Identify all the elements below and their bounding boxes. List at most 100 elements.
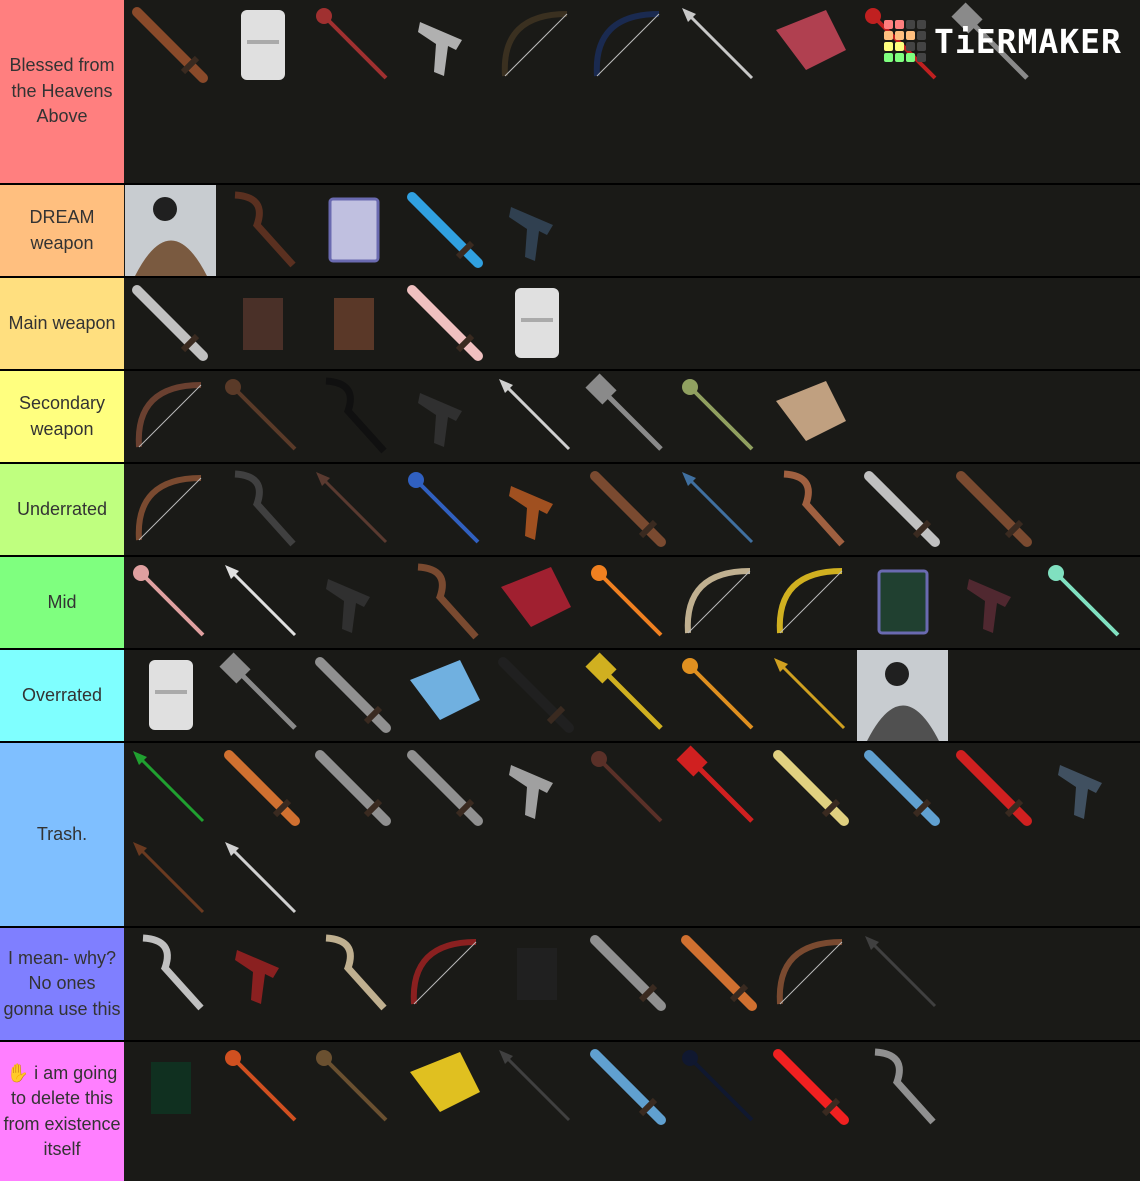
sword-icon[interactable] xyxy=(217,743,309,834)
tier-label[interactable]: Trash. xyxy=(0,743,124,926)
scythe-icon[interactable] xyxy=(400,557,492,648)
sword-icon[interactable] xyxy=(583,928,675,1019)
axe-icon[interactable] xyxy=(583,650,675,741)
sword-icon[interactable] xyxy=(308,650,400,741)
torso-icon[interactable] xyxy=(217,0,309,91)
gun-icon[interactable] xyxy=(400,0,492,91)
bow-icon[interactable] xyxy=(125,371,217,462)
sword-icon[interactable] xyxy=(125,0,217,91)
sword-icon[interactable] xyxy=(125,278,217,369)
spear-icon[interactable] xyxy=(217,834,309,925)
gun-icon[interactable] xyxy=(308,557,400,648)
sword-icon[interactable] xyxy=(857,464,949,555)
book-icon[interactable] xyxy=(857,557,949,648)
bow-icon[interactable] xyxy=(125,464,217,555)
staff-icon[interactable] xyxy=(674,650,766,741)
tier-label[interactable]: Secondary weapon xyxy=(0,371,124,462)
cleaver-icon[interactable] xyxy=(766,0,858,91)
gun-icon[interactable] xyxy=(491,743,583,834)
cleaver-icon[interactable] xyxy=(491,557,583,648)
scythe-icon[interactable] xyxy=(308,928,400,1019)
spear-icon[interactable] xyxy=(674,0,766,91)
photo-icon[interactable] xyxy=(125,185,217,276)
spear-icon[interactable] xyxy=(125,743,217,834)
sword-icon[interactable] xyxy=(491,650,583,741)
sword-icon[interactable] xyxy=(583,1042,675,1133)
sword-icon[interactable] xyxy=(674,928,766,1019)
staff-icon[interactable] xyxy=(583,743,675,834)
gun-icon[interactable] xyxy=(1040,743,1132,834)
bow-icon[interactable] xyxy=(674,557,766,648)
bow-icon[interactable] xyxy=(491,0,583,91)
staff-icon[interactable] xyxy=(125,557,217,648)
book-icon[interactable] xyxy=(308,185,400,276)
tier-label[interactable]: Blessed from the Heavens Above xyxy=(0,0,124,183)
staff-icon[interactable] xyxy=(674,371,766,462)
bow-icon[interactable] xyxy=(766,557,858,648)
cleaver-icon[interactable] xyxy=(400,650,492,741)
tier-label[interactable]: Main weapon xyxy=(0,278,124,369)
scythe-icon[interactable] xyxy=(125,928,217,1019)
sword-icon[interactable] xyxy=(949,743,1041,834)
photo-icon[interactable] xyxy=(857,650,949,741)
torso-icon[interactable] xyxy=(491,278,583,369)
staff-icon[interactable] xyxy=(308,0,400,91)
staff-icon[interactable] xyxy=(217,1042,309,1133)
staff-icon[interactable] xyxy=(217,371,309,462)
spear-icon[interactable] xyxy=(491,1042,583,1133)
staff-icon[interactable] xyxy=(308,1042,400,1133)
block-icon[interactable] xyxy=(491,928,583,1019)
bow-icon[interactable] xyxy=(400,928,492,1019)
tier-items xyxy=(124,185,1140,276)
spear-icon[interactable] xyxy=(217,557,309,648)
scythe-icon[interactable] xyxy=(217,464,309,555)
cleaver-icon[interactable] xyxy=(400,1042,492,1133)
sword-icon[interactable] xyxy=(949,464,1041,555)
sword-icon[interactable] xyxy=(308,743,400,834)
gun-icon[interactable] xyxy=(217,928,309,1019)
tier-label[interactable]: ✋ i am going to delete this from existen… xyxy=(0,1042,124,1181)
axe-icon[interactable] xyxy=(674,743,766,834)
staff-icon[interactable] xyxy=(674,1042,766,1133)
bow-icon[interactable] xyxy=(766,928,858,1019)
gun-icon[interactable] xyxy=(949,557,1041,648)
scythe-icon[interactable] xyxy=(766,464,858,555)
spear-icon[interactable] xyxy=(125,834,217,925)
spear-icon[interactable] xyxy=(857,928,949,1019)
torso-icon[interactable] xyxy=(125,650,217,741)
sword-icon[interactable] xyxy=(857,743,949,834)
tier-label[interactable]: Underrated xyxy=(0,464,124,555)
sword-icon[interactable] xyxy=(400,743,492,834)
tier-label[interactable]: Mid xyxy=(0,557,124,648)
block-icon[interactable] xyxy=(308,278,400,369)
spear-icon[interactable] xyxy=(674,464,766,555)
block-icon[interactable] xyxy=(125,1042,217,1133)
axe-icon[interactable] xyxy=(217,650,309,741)
gun-icon[interactable] xyxy=(491,185,583,276)
gun-icon[interactable] xyxy=(400,371,492,462)
gun-icon[interactable] xyxy=(491,464,583,555)
staff-icon[interactable] xyxy=(583,557,675,648)
sword-icon[interactable] xyxy=(583,464,675,555)
block-icon[interactable] xyxy=(217,278,309,369)
staff-icon[interactable] xyxy=(400,464,492,555)
tier-label[interactable]: Overrated xyxy=(0,650,124,741)
spear-icon[interactable] xyxy=(766,650,858,741)
sword-icon[interactable] xyxy=(400,278,492,369)
tier-label[interactable]: I mean- why? No ones gonna use this xyxy=(0,928,124,1040)
cleaver-icon[interactable] xyxy=(766,371,858,462)
sword-icon[interactable] xyxy=(766,743,858,834)
axe-icon[interactable] xyxy=(583,371,675,462)
sword-icon[interactable] xyxy=(766,1042,858,1133)
staff-icon[interactable] xyxy=(1040,557,1132,648)
scythe-icon[interactable] xyxy=(217,185,309,276)
bow-icon[interactable] xyxy=(583,0,675,91)
logo-cell xyxy=(917,20,926,29)
scythe-icon[interactable] xyxy=(857,1042,949,1133)
sword-icon[interactable] xyxy=(400,185,492,276)
spear-icon[interactable] xyxy=(308,464,400,555)
spear-icon[interactable] xyxy=(491,371,583,462)
scythe-icon[interactable] xyxy=(308,371,400,462)
axe-icon[interactable] xyxy=(949,0,1041,91)
tier-label[interactable]: DREAM weapon xyxy=(0,185,124,276)
